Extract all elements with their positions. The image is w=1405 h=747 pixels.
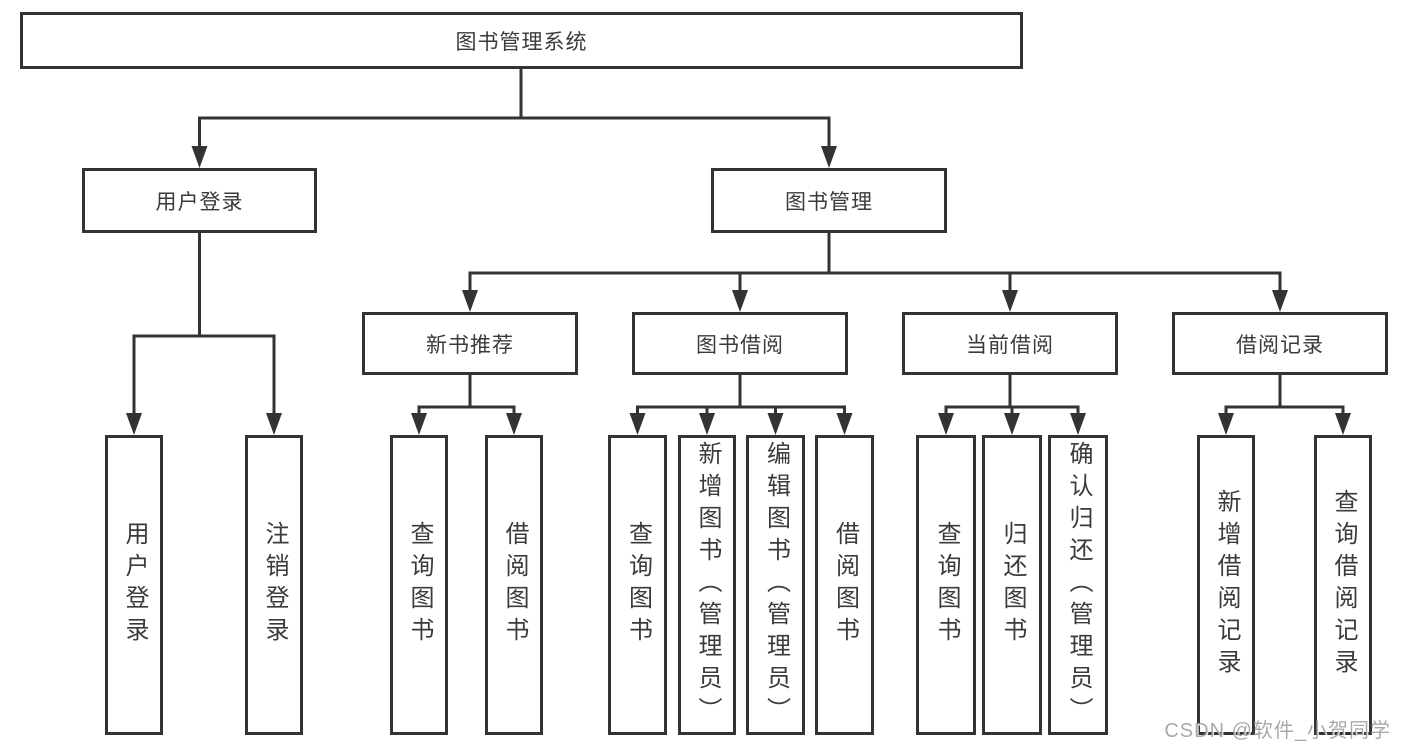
node-leaf-borrow-books-borrow: 借阅图书 <box>815 435 874 735</box>
node-leaf-return-book: 归还图书 <box>982 435 1042 735</box>
node-leaf-logout: 注销登录 <box>245 435 303 735</box>
node-leaf-search-books-recommend: 查询图书 <box>390 435 448 735</box>
csdn-watermark: CSDN @软件_小贺同学 <box>1164 720 1391 742</box>
node-leaf-search-borrow-record-label: 查询借阅记录 <box>1330 489 1357 681</box>
node-current-borrow-label: 当前借阅 <box>966 333 1054 357</box>
node-leaf-edit-book-admin-label: 编辑图书（管理员） <box>762 441 790 729</box>
node-root-system: 图书管理系统 <box>20 12 1023 69</box>
node-leaf-user-login: 用户登录 <box>105 435 163 735</box>
node-leaf-add-book-admin-label: 新增图书（管理员） <box>694 441 721 729</box>
node-book-borrow-label: 图书借阅 <box>696 333 784 357</box>
node-leaf-add-borrow-record-label: 新增借阅记录 <box>1213 489 1240 681</box>
node-user-login-label: 用户登录 <box>155 190 244 214</box>
node-leaf-borrow-books-borrow-label: 借阅图书 <box>831 521 859 649</box>
node-new-book-recommend-label: 新书推荐 <box>426 333 514 357</box>
node-leaf-search-books-current-label: 查询图书 <box>933 521 960 649</box>
node-new-book-recommend: 新书推荐 <box>362 312 578 375</box>
node-book-management-label: 图书管理 <box>785 190 873 214</box>
node-leaf-confirm-return-admin: 确认归还（管理员） <box>1048 435 1108 735</box>
node-current-borrow: 当前借阅 <box>902 312 1118 375</box>
node-leaf-return-book-label: 归还图书 <box>999 521 1026 649</box>
node-leaf-search-books-borrow: 查询图书 <box>608 435 667 735</box>
node-book-borrow: 图书借阅 <box>632 312 848 375</box>
node-leaf-borrow-books-recommend: 借阅图书 <box>485 435 543 735</box>
node-leaf-search-borrow-record: 查询借阅记录 <box>1314 435 1372 735</box>
node-borrow-records: 借阅记录 <box>1172 312 1388 375</box>
node-borrow-records-label: 借阅记录 <box>1236 333 1324 357</box>
node-book-management: 图书管理 <box>711 168 947 233</box>
node-leaf-confirm-return-admin-label: 确认归还（管理员） <box>1065 441 1092 729</box>
node-leaf-search-books-recommend-label: 查询图书 <box>406 521 433 649</box>
node-leaf-edit-book-admin: 编辑图书（管理员） <box>746 435 805 735</box>
node-user-login: 用户登录 <box>82 168 317 233</box>
node-leaf-add-borrow-record: 新增借阅记录 <box>1197 435 1255 735</box>
node-root-system-label: 图书管理系统 <box>455 30 588 54</box>
node-leaf-logout-label: 注销登录 <box>261 521 288 649</box>
node-leaf-user-login-label: 用户登录 <box>121 521 148 649</box>
node-leaf-add-book-admin: 新增图书（管理员） <box>678 435 736 735</box>
node-leaf-search-books-borrow-label: 查询图书 <box>624 521 652 649</box>
node-leaf-borrow-books-recommend-label: 借阅图书 <box>501 521 528 649</box>
node-leaf-search-books-current: 查询图书 <box>916 435 976 735</box>
